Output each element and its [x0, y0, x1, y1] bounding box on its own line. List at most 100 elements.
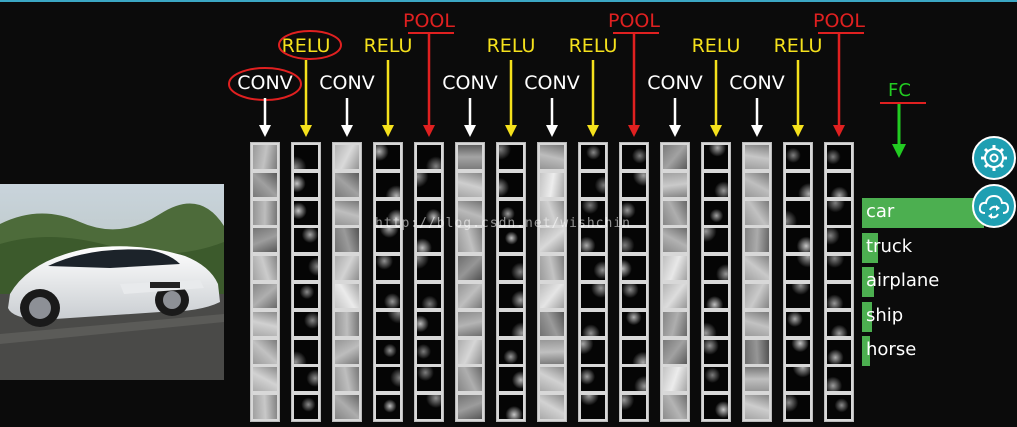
score-bar-airplane	[862, 267, 874, 297]
conv-label: CONV	[524, 72, 580, 94]
score-bar-car	[862, 198, 984, 228]
feature-map-cell	[581, 172, 605, 197]
feature-map-cell	[417, 145, 441, 169]
feature-map-cell	[786, 367, 810, 392]
feature-map-cell	[417, 200, 441, 225]
feature-map-cell	[622, 200, 646, 225]
settings-button[interactable]	[972, 136, 1016, 180]
feature-map-cell	[786, 311, 810, 336]
class-label-car: car	[866, 201, 895, 222]
feature-map-cell	[704, 228, 728, 253]
conv-label: CONV	[647, 72, 703, 94]
feature-map-cell	[417, 256, 441, 281]
feature-map-cell	[540, 311, 564, 336]
relu-label: RELU	[773, 35, 823, 57]
feature-map-cell	[786, 228, 810, 253]
conv-arrow	[259, 98, 271, 137]
feature-map-cell	[786, 284, 810, 308]
conv-label: CONV	[319, 72, 375, 94]
feature-map-cell	[417, 339, 441, 364]
feature-map-cell	[663, 395, 687, 420]
feature-map-cell	[458, 339, 482, 364]
feature-map-cell	[745, 367, 769, 392]
feature-map-cell	[253, 228, 277, 253]
feature-map-cell	[294, 339, 318, 364]
feature-map-cell	[540, 339, 564, 364]
feature-map-cell	[417, 228, 441, 253]
feature-map-cell	[622, 311, 646, 336]
feature-map-cell	[458, 145, 482, 169]
feature-map-cell	[458, 228, 482, 253]
conv-arrow	[341, 98, 353, 137]
feature-map-cell	[704, 339, 728, 364]
feature-map-cell	[745, 395, 769, 420]
feature-map-cell	[335, 284, 359, 308]
feature-map-cell	[499, 311, 523, 336]
conv-label: CONV	[729, 72, 785, 94]
feature-map-cell	[253, 367, 277, 392]
feature-map-cell	[499, 284, 523, 308]
feature-map-cell	[704, 284, 728, 308]
feature-map-cell	[294, 311, 318, 336]
feature-map-cell	[622, 284, 646, 308]
feature-map-cell	[376, 256, 400, 281]
feature-map-cell	[376, 284, 400, 308]
feature-map-cell	[827, 200, 851, 225]
feature-map-cell	[704, 256, 728, 281]
feature-map-cell	[745, 311, 769, 336]
relu-label: RELU	[281, 35, 331, 57]
feature-map-cell	[376, 172, 400, 197]
feature-map-cell	[745, 172, 769, 197]
feature-map-cell	[663, 367, 687, 392]
feature-map-cell	[335, 367, 359, 392]
feature-map-cell	[335, 339, 359, 364]
pool-label: POOL	[813, 10, 865, 32]
watermark: http://blog.csdn.net/wishchin	[375, 216, 631, 231]
feature-map-cell	[745, 284, 769, 308]
feature-map-column-relu	[373, 142, 403, 422]
pool-underline	[818, 32, 864, 34]
pool-arrow	[423, 32, 435, 137]
feature-map-cell	[540, 228, 564, 253]
feature-map-cell	[376, 367, 400, 392]
feature-map-cell	[663, 284, 687, 308]
feature-map-cell	[581, 228, 605, 253]
feature-map-cell	[253, 395, 277, 420]
feature-map-cell	[827, 145, 851, 169]
relu-arrow	[382, 60, 394, 137]
class-label-truck: truck	[866, 235, 913, 257]
pool-underline	[613, 32, 659, 34]
cloud-sync-button[interactable]	[972, 184, 1016, 228]
feature-map-cell	[417, 284, 441, 308]
feature-map-cell	[622, 172, 646, 197]
feature-map-cell	[581, 339, 605, 364]
feature-map-cell	[540, 284, 564, 308]
feature-map-cell	[827, 339, 851, 364]
feature-map-cell	[827, 367, 851, 392]
feature-map-cell	[745, 256, 769, 281]
fc-arrow	[892, 104, 906, 158]
feature-map-cell	[663, 200, 687, 225]
feature-map-column-conv	[332, 142, 362, 422]
feature-map-cell	[335, 256, 359, 281]
feature-map-cell	[745, 339, 769, 364]
pool-arrow	[833, 32, 845, 137]
score-bar-truck	[862, 232, 878, 263]
conv-label: CONV	[442, 72, 498, 94]
feature-map-cell	[786, 339, 810, 364]
feature-map-cell	[827, 311, 851, 336]
feature-map-cell	[827, 228, 851, 253]
class-label-ship: ship	[866, 304, 904, 326]
feature-map-cell	[499, 228, 523, 253]
feature-map-cell	[253, 256, 277, 281]
feature-map-cell	[827, 284, 851, 308]
feature-map-cell	[417, 367, 441, 392]
feature-map-cell	[335, 228, 359, 253]
feature-map-cell	[253, 339, 277, 364]
feature-map-cell	[458, 284, 482, 308]
feature-map-cell	[663, 145, 687, 169]
feature-map-cell	[704, 172, 728, 197]
feature-map-cell	[294, 256, 318, 281]
pool-arrow	[628, 32, 640, 137]
